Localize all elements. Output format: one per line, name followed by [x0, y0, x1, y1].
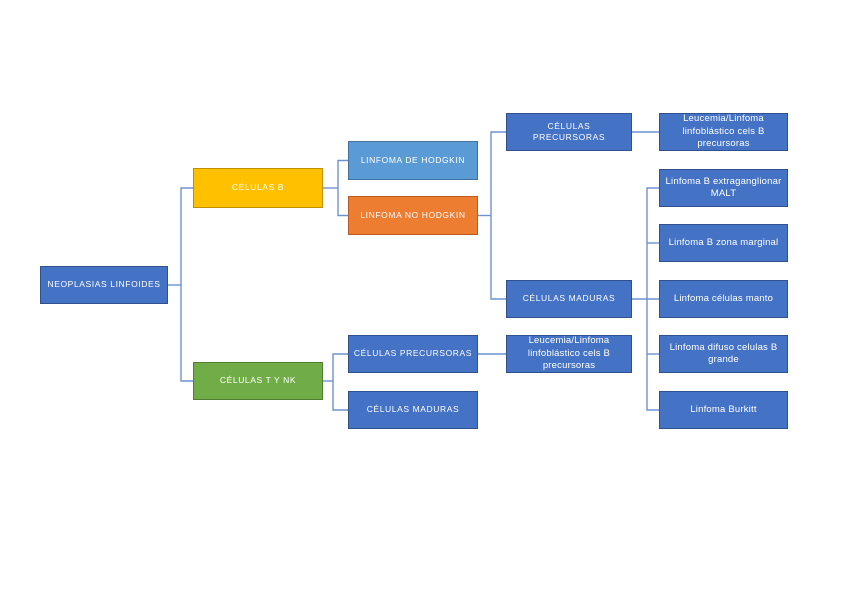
- node-label: CÉLULAS PRECURSORAS: [532, 120, 606, 142]
- node-celulas-b: CÉLULAS B: [193, 168, 323, 208]
- node-label: LINFOMA NO HODGKIN: [360, 209, 466, 220]
- connector-celulasb-split: [337, 159, 348, 217]
- node-celulas-t-y-nk: CÉLULAS T Y NK: [193, 362, 323, 400]
- node-celulas-maduras-t: CÉLULAS MADURAS: [348, 391, 478, 429]
- node-label: CÉLULAS T Y NK: [219, 375, 297, 386]
- node-celulas-precursoras-b: CÉLULAS PRECURSORAS: [506, 113, 632, 151]
- connector-tnk-split: [332, 353, 348, 411]
- node-label: CÉLULAS MADURAS: [522, 293, 616, 304]
- node-label: CÉLULAS PRECURSORAS: [353, 348, 473, 359]
- node-linfoma-difuso-celulas-b-grande: Linfoma difuso celulas B grande: [659, 335, 788, 373]
- node-label: Linfoma B zona marginal: [668, 236, 779, 248]
- node-linfoma-celulas-manto: Linfoma células manto: [659, 280, 788, 318]
- connector-bmaduras-split: [646, 187, 659, 411]
- node-label: Leucemia/Linfoma linfoblástico cels B pr…: [682, 113, 765, 150]
- node-celulas-precursoras-t: CÉLULAS PRECURSORAS: [348, 335, 478, 373]
- node-leucemia-linfoma-t: Leucemia/Linfoma linfoblástico cels B pr…: [506, 335, 632, 373]
- node-linfoma-burkitt: Linfoma Burkitt: [659, 391, 788, 429]
- node-celulas-maduras-b: CÉLULAS MADURAS: [506, 280, 632, 318]
- node-leucemia-linfoma-b: Leucemia/Linfoma linfoblástico cels B pr…: [659, 113, 788, 151]
- node-label: LINFOMA DE HODGKIN: [360, 154, 466, 165]
- node-label: Linfoma difuso celulas B grande: [669, 341, 778, 365]
- node-linfoma-b-zona-marginal: Linfoma B zona marginal: [659, 224, 788, 262]
- node-neoplasias-linfoides: NEOPLASIAS LINFOIDES: [40, 266, 168, 304]
- connector-root-split: [180, 187, 193, 382]
- node-label: NEOPLASIAS LINFOIDES: [47, 279, 161, 290]
- node-linfoma-b-extraganglionar-malt: Linfoma B extraganglionar MALT: [659, 169, 788, 207]
- node-label: Linfoma células manto: [673, 292, 774, 304]
- node-label: Leucemia/Linfoma linfoblástico cels B pr…: [527, 335, 611, 372]
- node-linfoma-no-hodgkin: LINFOMA NO HODGKIN: [348, 196, 478, 235]
- node-label: Linfoma B extraganglionar MALT: [665, 175, 782, 199]
- connector-nohodgkin-split: [490, 131, 506, 300]
- node-label: Linfoma Burkitt: [690, 403, 757, 415]
- node-linfoma-de-hodgkin: LINFOMA DE HODGKIN: [348, 141, 478, 180]
- node-label: CÉLULAS B: [231, 182, 285, 193]
- node-label: CÉLULAS MADURAS: [366, 404, 460, 415]
